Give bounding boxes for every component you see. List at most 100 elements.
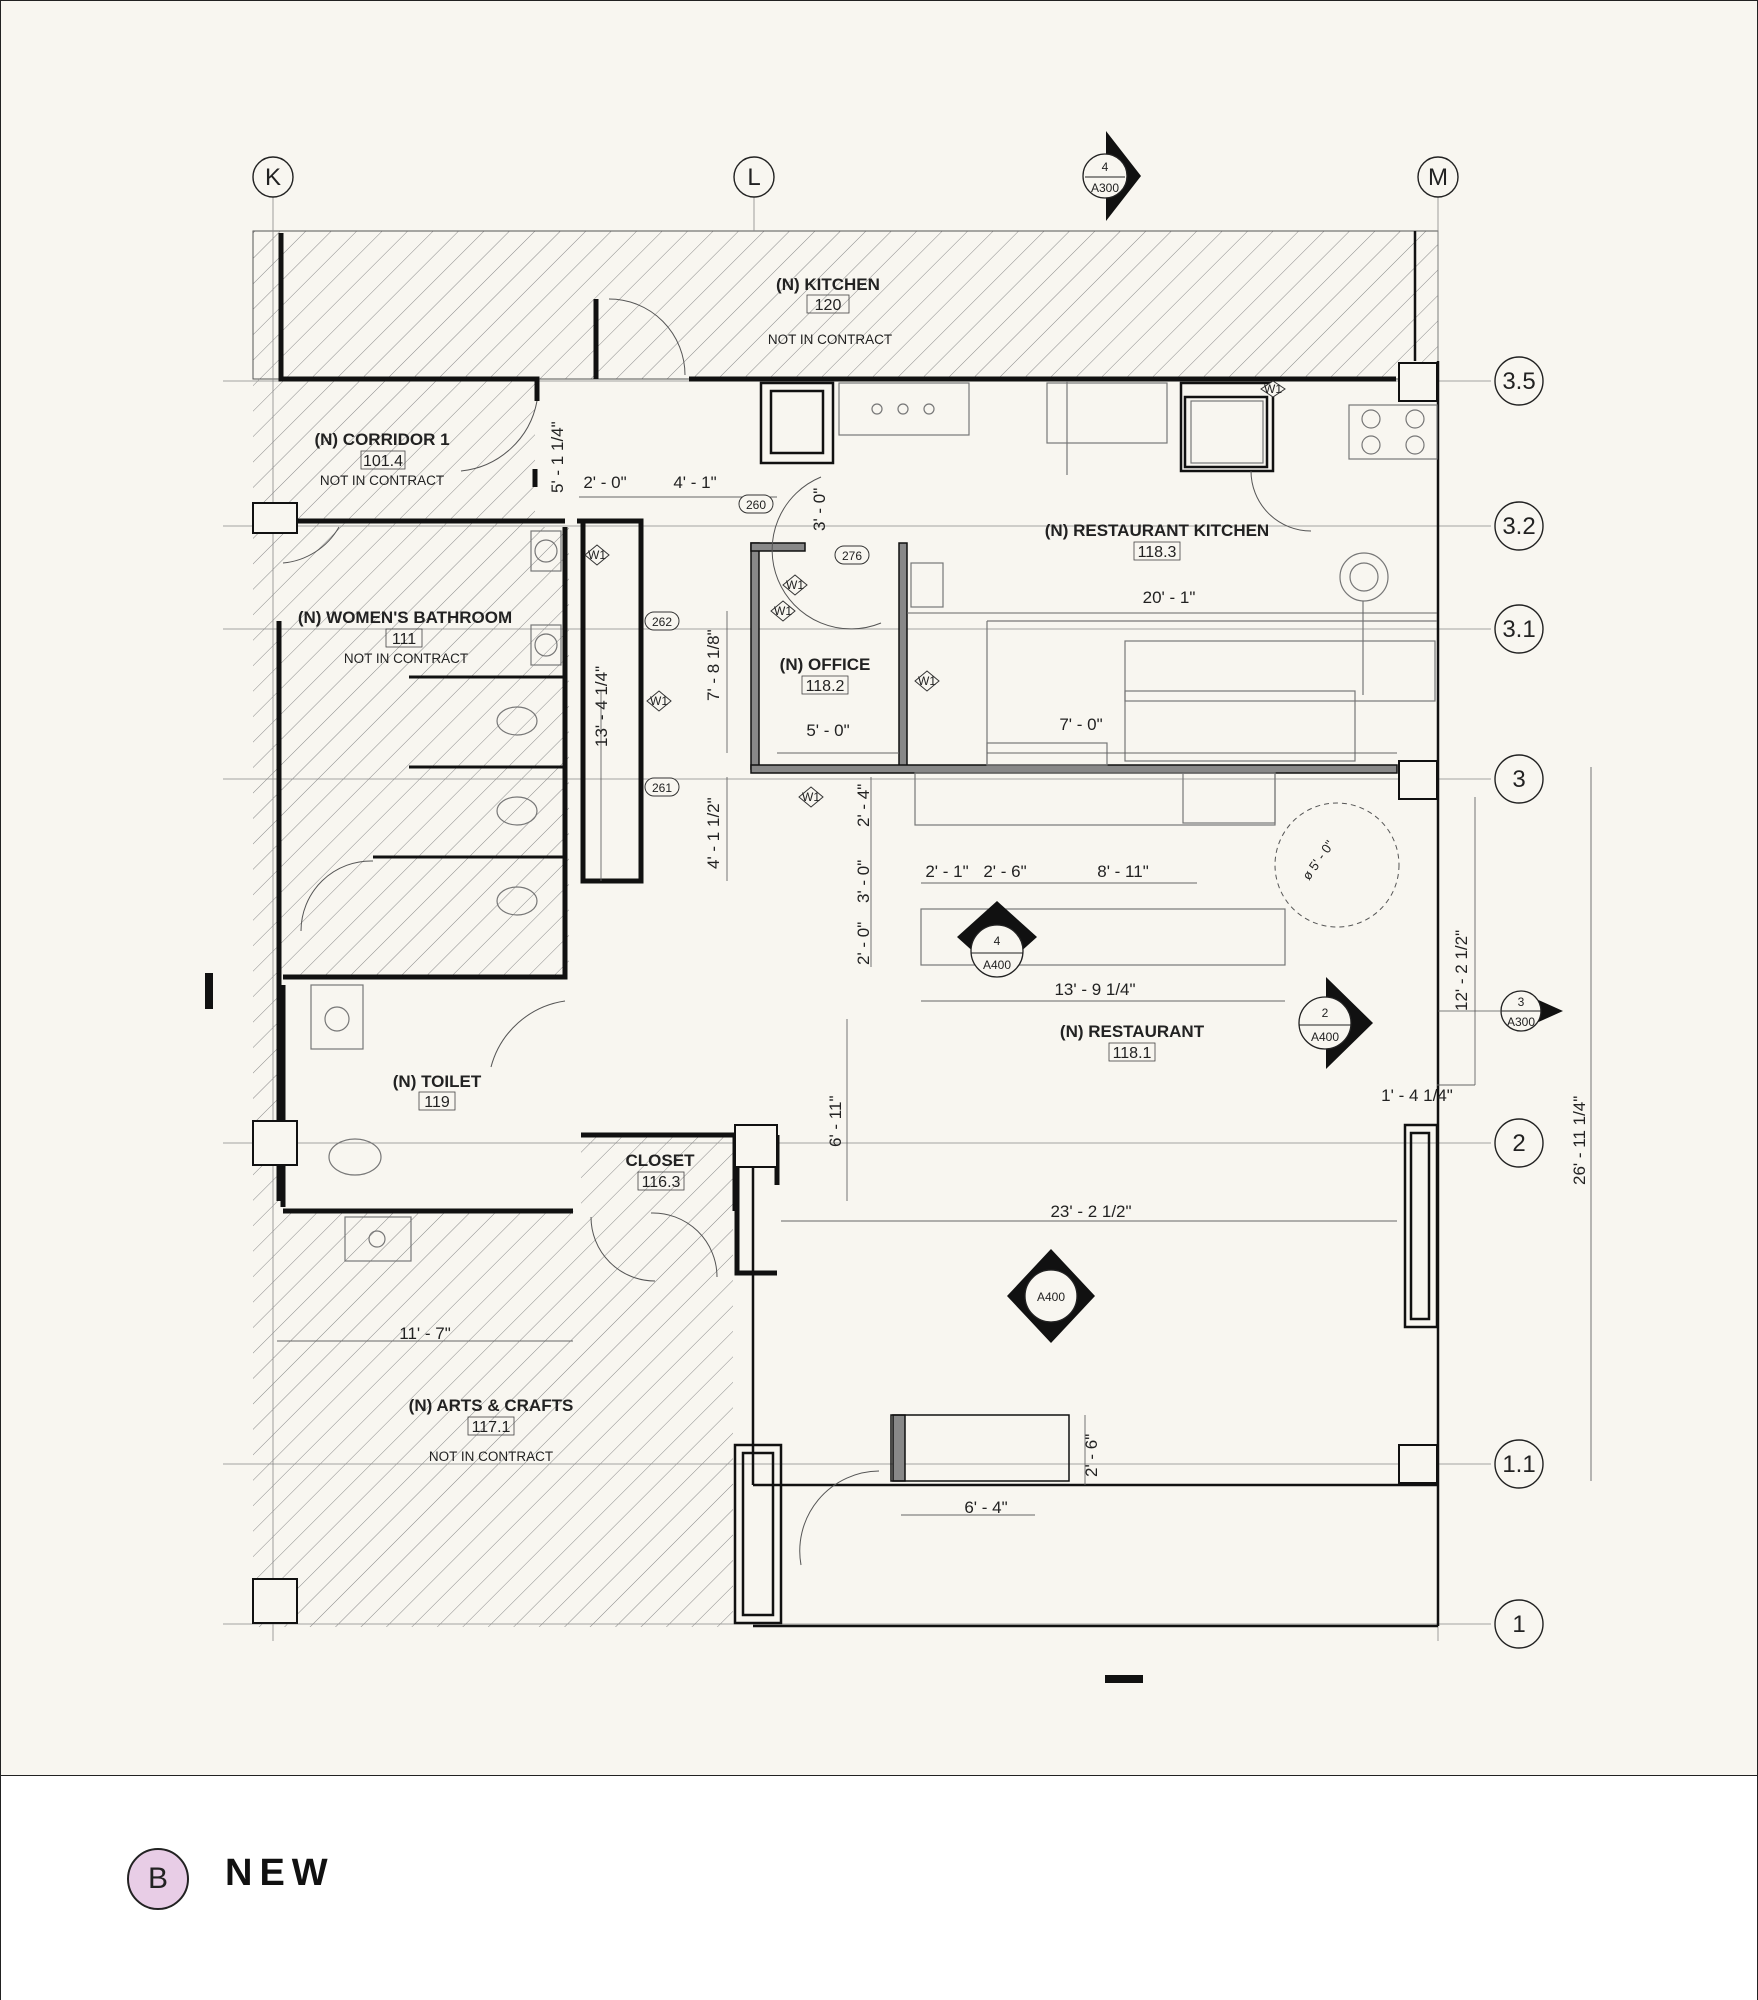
grid-bubble-m [1417,156,1459,198]
svg-text:CLOSET: CLOSET [626,1151,696,1170]
svg-text:A400: A400 [983,958,1011,972]
svg-text:(N) OFFICE: (N) OFFICE [780,655,871,674]
svg-text:4: 4 [1102,160,1109,174]
svg-text:6' - 11": 6' - 11" [826,1096,845,1148]
svg-text:(N) WOMEN'S BATHROOM: (N) WOMEN'S BATHROOM [298,608,512,627]
svg-text:(N) KITCHEN: (N) KITCHEN [776,275,880,294]
w1-tag-bath: W1 [588,548,606,562]
grid-bubble-3-5 [1494,356,1544,406]
svg-text:119: 119 [424,1094,450,1111]
svg-text:2' - 0": 2' - 0" [854,922,873,965]
svg-text:2: 2 [1322,1006,1329,1020]
svg-text:13' - 4 1/4": 13' - 4 1/4" [592,666,611,747]
svg-text:5' - 1 1/4": 5' - 1 1/4" [548,421,567,493]
w1-diamonds [584,380,1286,808]
dimension-labels: 5' - 1 1/4" 2' - 0" 4' - 1" 3' - 0" 7' -… [399,421,1589,1517]
svg-text:13' - 9 1/4": 13' - 9 1/4" [1054,980,1135,999]
svg-text:A300: A300 [1507,1015,1535,1029]
svg-text:2' - 0": 2' - 0" [583,473,626,492]
tag-262: 262 [652,615,672,629]
grid-label-l: L [747,164,760,191]
room-corridor-1: (N) CORRIDOR 1 101.4 NOT IN CONTRACT [314,430,449,488]
svg-text:2' - 4": 2' - 4" [854,784,873,827]
tag-261: 261 [652,781,672,795]
svg-text:8' - 11": 8' - 11" [1097,862,1149,881]
w1-tag-kitchen: W1 [1264,382,1282,396]
svg-text:101.4: 101.4 [363,453,403,470]
section-marker-4-a400: 4 A400 [957,901,1037,978]
grid-bubble-3 [1494,754,1544,804]
svg-text:NOT IN CONTRACT: NOT IN CONTRACT [344,651,468,666]
svg-text:116.3: 116.3 [642,1174,681,1191]
floor-plan: K L M 3.5 3.2 3.1 3 2 1.1 1 4 A300 4 A40… [205,131,1592,1683]
section-marker-4-a300: 4 A300 [1082,131,1141,221]
tag-bubbles [644,494,870,797]
room-closet: CLOSET 116.3 [626,1151,696,1191]
svg-text:A400: A400 [1311,1030,1339,1044]
section-marker-a400: A400 [1007,1249,1095,1343]
svg-text:3' - 0": 3' - 0" [854,860,873,903]
partitions [373,675,565,859]
svg-text:118.1: 118.1 [1113,1045,1152,1062]
svg-text:3' - 0": 3' - 0" [810,488,829,531]
svg-text:4' - 1 1/2": 4' - 1 1/2" [704,797,723,869]
dimension-lines [277,496,1592,1516]
section-marker-2-a400: 2 A400 [1298,977,1373,1069]
room-womens-bathroom: (N) WOMEN'S BATHROOM 111 NOT IN CONTRACT [298,608,512,666]
room-restaurant: (N) RESTAURANT 118.1 [1060,1022,1205,1062]
section-marker-3-a300: 3 A300 [1438,990,1563,1032]
room-toilet: (N) TOILET 119 [393,1072,482,1111]
room-restaurant-kitchen: (N) RESTAURANT KITCHEN 118.3 [1045,521,1269,561]
svg-text:(N) RESTAURANT: (N) RESTAURANT [1060,1022,1205,1041]
svg-text:(N) ARTS & CRAFTS: (N) ARTS & CRAFTS [409,1396,574,1415]
svg-text:NOT IN CONTRACT: NOT IN CONTRACT [768,332,892,347]
grid-bubble-2 [1494,1118,1544,1168]
tag-276: 276 [842,549,862,563]
w1-tag-restaurant: W1 [802,790,820,804]
grid-label-1: 1 [1512,1611,1525,1638]
grid-bubble-3-1 [1494,604,1544,654]
svg-text:NOT IN CONTRACT: NOT IN CONTRACT [320,473,444,488]
svg-text:2' - 1": 2' - 1" [925,862,968,881]
grid-label-2: 2 [1512,1130,1525,1157]
svg-text:23' - 2 1/2": 23' - 2 1/2" [1050,1202,1131,1221]
w1-tag-office-a: W1 [786,578,804,592]
drawing-id-bubble: B [127,1848,189,1910]
grid-bubble-3-2 [1494,501,1544,551]
room-arts-crafts: (N) ARTS & CRAFTS 117.1 NOT IN CONTRACT [409,1396,574,1464]
svg-text:120: 120 [815,297,842,314]
svg-text:2' - 6": 2' - 6" [1082,1434,1101,1477]
svg-text:111: 111 [392,631,416,648]
svg-text:20' - 1": 20' - 1" [1143,588,1196,607]
room-office: (N) OFFICE 118.2 [780,655,871,695]
svg-text:26' - 11 1/4": 26' - 11 1/4" [1570,1096,1589,1185]
grid-label-3-2: 3.2 [1502,513,1535,540]
svg-text:7' - 8 1/8": 7' - 8 1/8" [704,629,723,701]
columns [252,362,1438,1624]
door-swings [282,298,1400,1566]
office-walls [750,542,1398,1482]
svg-text:118.3: 118.3 [1138,544,1177,561]
svg-text:12' - 2 1/2": 12' - 2 1/2" [1452,930,1471,1011]
grid-bubble-1 [1494,1599,1544,1649]
room-kitchen: (N) KITCHEN 120 NOT IN CONTRACT [768,275,892,347]
svg-text:ø 5' - 0": ø 5' - 0" [1299,837,1337,883]
svg-text:(N) TOILET: (N) TOILET [393,1072,482,1091]
svg-text:A300: A300 [1091,181,1119,195]
fixtures [310,381,1438,1262]
svg-text:(N) CORRIDOR 1: (N) CORRIDOR 1 [314,430,449,449]
svg-text:3: 3 [1518,995,1525,1009]
svg-text:(N) RESTAURANT KITCHEN: (N) RESTAURANT KITCHEN [1045,521,1269,540]
title-band [1,1775,1757,2000]
w1-tag-office-b: W1 [774,604,792,618]
grid-bubble-l [733,156,775,198]
grid-label-3-1: 3.1 [1502,616,1535,643]
grid-label-m: M [1428,164,1448,191]
grid-bubble-1-1 [1494,1439,1544,1489]
cut-mark-left [205,973,213,1009]
shell-walls [733,231,1440,1628]
svg-text:118.2: 118.2 [806,678,845,695]
svg-text:5' - 0": 5' - 0" [806,721,849,740]
svg-text:6' - 4": 6' - 4" [964,1498,1007,1517]
